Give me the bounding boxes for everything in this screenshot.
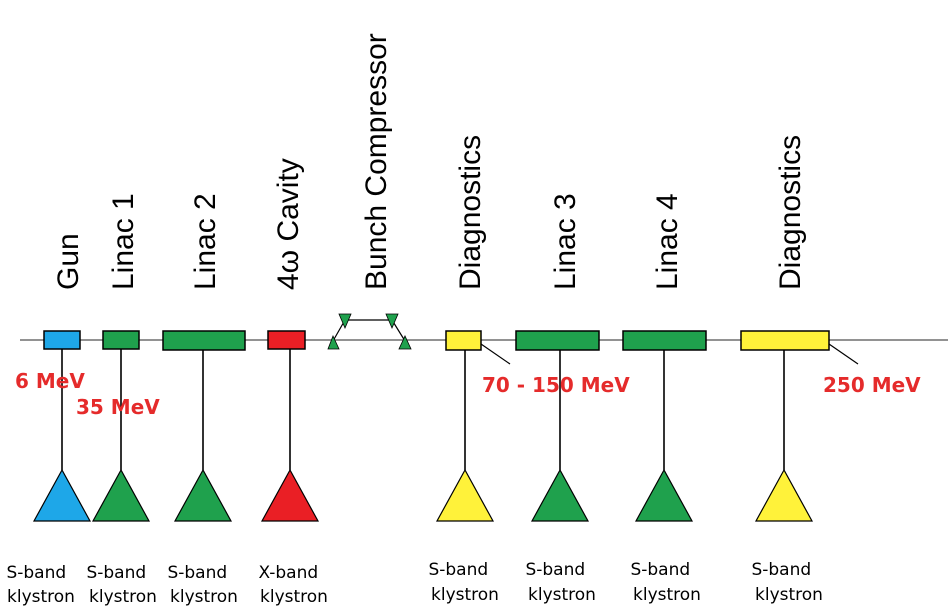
component-gun — [43, 330, 81, 350]
energy-labels: 6 MeV 35 MeV 70 - 150 MeV 250 MeV — [15, 369, 921, 419]
chicane-path — [332, 319, 406, 342]
klystron-triangle-linac-2 — [173, 468, 233, 522]
bunch-compressor-chicane — [327, 313, 412, 350]
energy-label-250-mev: 250 MeV — [823, 373, 921, 397]
klystron-caption-linac-2: S-band klystron — [167, 563, 238, 606]
beamline-components — [43, 330, 830, 351]
section-label-gun: Gun — [52, 233, 85, 290]
component-diagnostics-2 — [740, 330, 830, 351]
klystron-caption-linac-1: S-band klystron — [86, 563, 157, 606]
klystron-caption-diagnostics-1: S-band klystron — [428, 560, 499, 605]
component-linac-2 — [162, 330, 246, 351]
klystron-caption-4w-cavity: X-band klystron — [258, 563, 328, 606]
energy-pointer-diagnostics-2 — [828, 343, 859, 365]
klystron-caption-diagnostics-2: S-band klystron — [751, 560, 823, 605]
section-label-diagnostics-1: Diagnostics — [454, 135, 487, 290]
chicane-magnet-3 — [385, 313, 399, 330]
klystron-caption-gun: S-band klystron — [6, 563, 75, 606]
energy-label-70-150-mev: 70 - 150 MeV — [482, 373, 630, 397]
section-label-diagnostics-2: Diagnostics — [774, 135, 807, 290]
klystron-triangles — [32, 468, 814, 522]
klystron-triangle-diagnostics-1 — [435, 468, 495, 522]
feed-lines — [61, 349, 785, 470]
klystron-triangle-diagnostics-2 — [754, 468, 814, 522]
klystron-caption-linac-3: S-band klystron — [525, 560, 596, 605]
energy-label-6-mev: 6 MeV — [15, 369, 85, 393]
component-linac-3 — [515, 330, 600, 351]
klystron-caption-linac-4: S-band klystron — [630, 560, 701, 605]
klystron-triangle-linac-1 — [91, 468, 151, 522]
section-label-4w-cavity: 4ω Cavity — [272, 158, 305, 290]
klystron-triangle-4w-cavity — [260, 468, 320, 522]
section-labels: Gun Linac 1 Linac 2 4ω Cavity Bunch Comp… — [52, 33, 807, 290]
chicane-magnet-4 — [398, 335, 412, 350]
energy-pointer-diagnostics-1 — [480, 343, 511, 365]
section-label-linac-1: Linac 1 — [107, 193, 140, 290]
section-label-linac-4: Linac 4 — [651, 193, 684, 290]
chicane-magnet-2 — [338, 313, 352, 330]
klystron-captions: S-band klystron S-band klystron S-band k… — [6, 560, 823, 606]
component-linac-4 — [622, 330, 707, 351]
component-4w-cavity — [267, 330, 306, 350]
component-linac-1 — [102, 330, 140, 350]
section-label-linac-2: Linac 2 — [189, 193, 222, 290]
klystron-triangle-linac-4 — [634, 468, 694, 522]
energy-label-35-mev: 35 MeV — [76, 395, 160, 419]
chicane-magnet-1 — [327, 334, 340, 350]
klystron-triangle-linac-3 — [530, 468, 590, 522]
section-label-linac-3: Linac 3 — [549, 193, 582, 290]
klystron-triangle-gun — [32, 468, 92, 522]
section-label-bunch-compressor: Bunch Compressor — [360, 33, 393, 290]
component-diagnostics-1 — [445, 330, 482, 351]
energy-pointers — [480, 343, 859, 365]
